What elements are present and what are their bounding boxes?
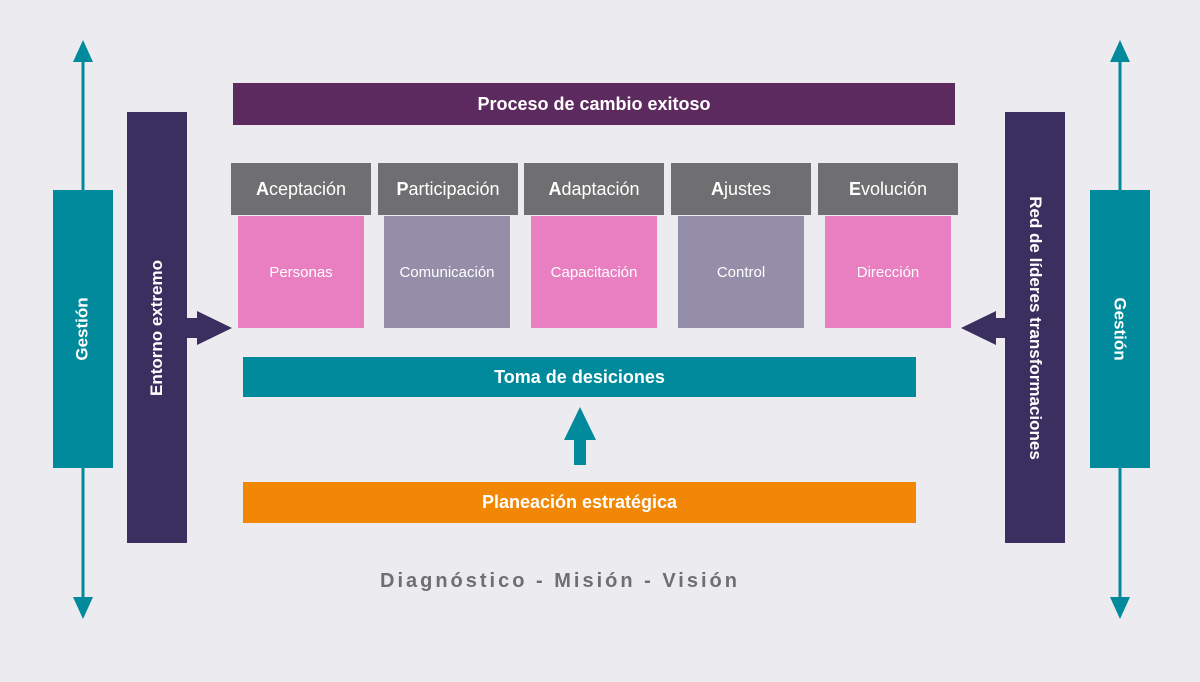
column-head-rest: articipación	[408, 178, 500, 199]
sub-box-label: Comunicación	[399, 263, 495, 281]
left-outer-bar: Gestión	[53, 190, 113, 468]
right-outer-bar: Gestión	[1090, 190, 1150, 468]
planning-bar-label: Planeación estratégica	[481, 492, 678, 512]
left-outer-label: Gestión	[73, 297, 93, 361]
column-head-rest: daptación	[561, 178, 640, 199]
decision-bar-label: Toma de desiciones	[494, 366, 665, 387]
sub-box-comunicacion: Comunicación	[384, 216, 510, 328]
right-inner-label: Red de líderes transformaciones	[1026, 195, 1045, 460]
top-banner: Proceso de cambio exitoso	[233, 83, 955, 125]
right-inner-bar: Red de líderes transformaciones	[1005, 112, 1065, 543]
up-arrow	[564, 407, 596, 465]
sub-box-label: Dirección	[856, 263, 920, 281]
sub-box-capacitacion: Capacitación	[531, 216, 657, 328]
column-head-rest: volución	[860, 178, 928, 199]
column-head-initial: A	[548, 178, 562, 199]
decision-bar: Toma de desiciones	[243, 357, 916, 397]
footer-caption: Diagnóstico - Misión - Visión	[380, 570, 740, 592]
sub-box-personas: Personas	[238, 216, 364, 328]
sub-box-direccion: Dirección	[825, 216, 951, 328]
column-head-rest: justes	[723, 178, 772, 199]
right-outer-label: Gestión	[1111, 297, 1131, 361]
sub-box-label: Control	[716, 263, 766, 281]
column-head-initial: P	[396, 178, 409, 199]
right-inward-arrow	[961, 311, 1006, 345]
top-banner-label: Proceso de cambio exitoso	[477, 93, 711, 114]
column-head-initial: A	[710, 178, 724, 199]
left-inner-label: Entorno extremo	[147, 259, 166, 396]
sub-box-label: Personas	[269, 263, 333, 281]
column-head-initial: E	[848, 178, 861, 199]
column-head-initial: A	[255, 178, 269, 199]
left-inner-bar: Entorno extremo	[127, 112, 187, 543]
sub-box-label: Capacitación	[550, 263, 638, 281]
planning-bar: Planeación estratégica	[243, 482, 916, 523]
left-inward-arrow	[187, 311, 232, 345]
column-head-rest: ceptación	[268, 178, 347, 199]
sub-box-control: Control	[678, 216, 804, 328]
